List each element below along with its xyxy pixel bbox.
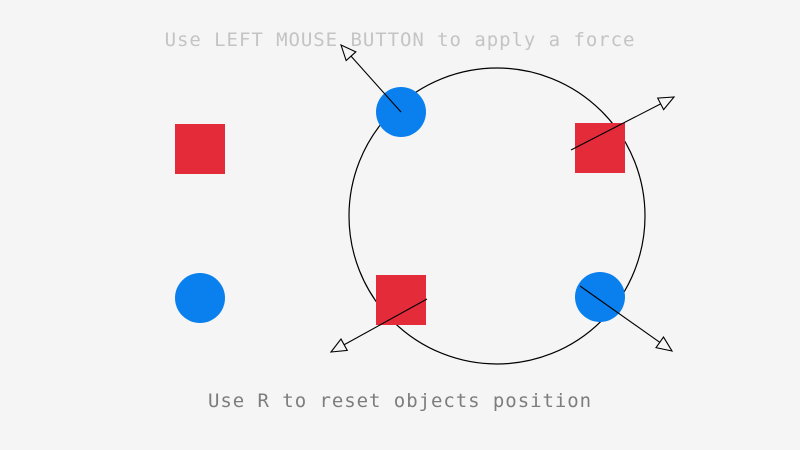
- force-circle-bottom-right: [579, 285, 674, 352]
- force-square-top-right: [570, 96, 676, 151]
- force-square-bottom-center-shaft: [343, 298, 428, 346]
- constraint-ring: [348, 67, 646, 365]
- force-circle-bottom-right-shaft: [579, 285, 661, 343]
- force-circle-top-center: [340, 43, 402, 113]
- hint-reset-objects: Use R to reset objects position: [207, 390, 593, 412]
- force-circle-top-center-arrowhead: [340, 43, 357, 62]
- body-circle-left[interactable]: [175, 273, 225, 323]
- force-square-top-right-shaft: [570, 103, 661, 151]
- force-circle-bottom-right-arrowhead: [655, 336, 674, 352]
- body-square-bottom-center[interactable]: [376, 275, 426, 325]
- body-square-top-right[interactable]: [575, 123, 625, 173]
- force-square-bottom-center-arrowhead: [329, 338, 349, 353]
- force-vector-layer: [329, 43, 676, 353]
- ring-layer: [348, 67, 646, 365]
- body-circle-bottom-right[interactable]: [575, 272, 625, 322]
- force-square-bottom-center: [329, 298, 428, 353]
- hint-apply-force: Use LEFT MOUSE BUTTON to apply a force: [164, 29, 636, 51]
- force-circle-top-center-shaft: [350, 55, 402, 113]
- force-square-top-right-arrowhead: [656, 96, 676, 111]
- body-layer: [175, 87, 625, 325]
- body-square-left[interactable]: [175, 124, 225, 174]
